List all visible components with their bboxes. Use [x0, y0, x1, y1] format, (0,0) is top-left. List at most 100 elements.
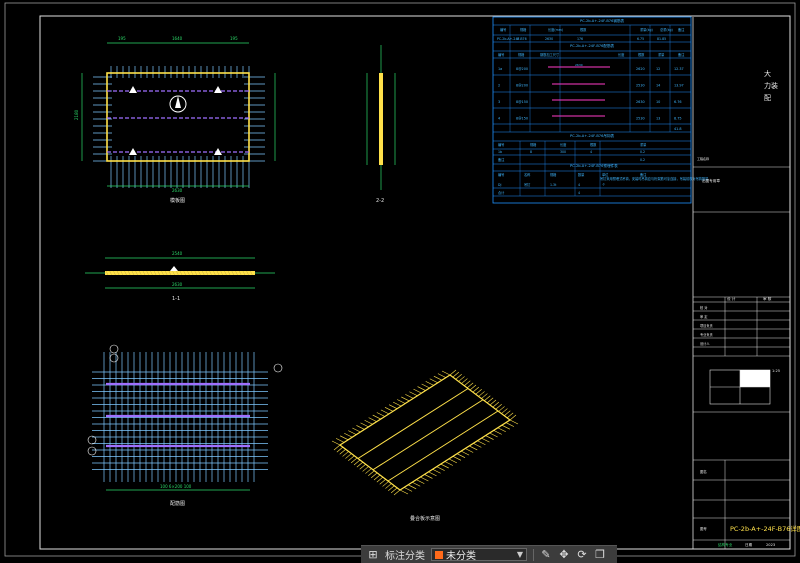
table-title: PC-2b-A+-24F-B76配筋表	[570, 43, 615, 48]
stamp-label: 出图专用章	[702, 178, 720, 183]
plan-label: 模板图	[170, 197, 185, 204]
section-hatch	[238, 270, 242, 276]
iso-rebar	[388, 404, 398, 409]
table-header-cell: 编号	[498, 142, 504, 147]
iso-rebar	[376, 476, 384, 483]
section-hatch	[161, 270, 164, 276]
iso-rebar	[465, 448, 474, 453]
lift-point-marker	[214, 86, 222, 93]
chevron-down-icon: ▼	[516, 550, 523, 559]
company-name: 大	[764, 69, 771, 78]
edit-icon[interactable]: ✎	[541, 548, 551, 561]
section-2-2[interactable]: 2-2	[366, 45, 396, 204]
isometric-view[interactable]: 叠合板示意图	[331, 369, 519, 522]
table-cell: 个	[602, 183, 606, 187]
rebar-tag-icon	[109, 344, 119, 354]
title-row-label: 设计人	[700, 341, 710, 346]
plan-view[interactable]: 195 1640 195 2630 2180 模板图	[74, 36, 276, 204]
section-hatch	[201, 270, 205, 276]
title-row-label: 专业负责	[700, 332, 713, 337]
iso-rebar	[368, 470, 375, 476]
iso-rebar	[492, 401, 500, 408]
rotate-icon[interactable]: ⟳	[577, 548, 587, 561]
table-header-cell: 备注	[678, 27, 685, 32]
grid-icon[interactable]: ⊞	[368, 548, 378, 561]
lift-point-marker	[129, 148, 137, 155]
iso-rebar	[485, 435, 494, 440]
table-header-cell: 根数	[638, 52, 645, 57]
iso-rebar	[509, 419, 519, 425]
section-hatch	[168, 270, 172, 276]
section-hatch	[187, 270, 190, 276]
table-header-cell: 规格	[520, 27, 527, 32]
iso-rebar	[364, 419, 373, 425]
section-hatch	[183, 270, 186, 276]
sign-label: 设 计	[727, 296, 736, 301]
iso-rebar	[376, 412, 385, 417]
iso-rebar	[348, 430, 357, 435]
section-hatch	[227, 270, 231, 276]
date-label: 日期	[745, 542, 753, 547]
table-cell: 13	[656, 117, 660, 121]
iso-rebar	[352, 427, 361, 433]
north-arrow-head	[175, 96, 181, 108]
table-cell: 0.2	[640, 150, 645, 154]
table-cell: 0.2	[640, 158, 645, 162]
move-icon[interactable]: ✥	[559, 548, 569, 561]
iso-rebar	[489, 432, 498, 438]
iso-rebar	[429, 378, 438, 384]
rebar-plan[interactable]: 100 6×200 100 配筋图	[87, 344, 283, 507]
iso-rebar	[362, 466, 369, 472]
rebar-tag-icon	[273, 363, 283, 373]
iso-rebar	[506, 412, 514, 419]
iso-rebar	[444, 461, 453, 466]
section-hatch	[124, 270, 127, 276]
iso-truss	[357, 388, 469, 459]
iso-rebar	[455, 374, 462, 380]
table-header-cell: 编号	[500, 27, 506, 32]
company-name: 配	[764, 94, 771, 102]
table-cell: 8	[530, 150, 532, 154]
section-hatch	[179, 270, 183, 276]
drawing-name: PC-2b-A+-24F-B76详图	[730, 524, 800, 533]
section-hatch	[153, 270, 157, 276]
iso-rebar	[440, 463, 449, 469]
section-hatch	[213, 270, 216, 276]
table-header-cell: 长度(mm)	[548, 27, 563, 32]
table-cell: PC-2b-A+-24F-B76	[497, 37, 527, 41]
annotation-category-label: 标注分类	[385, 551, 425, 562]
rebar-tag-icon	[87, 446, 97, 456]
table-cell: 1.3t	[550, 183, 557, 187]
iso-rebar	[505, 422, 515, 427]
table-header-cell: 重量	[640, 142, 647, 147]
iso-rebar	[405, 394, 414, 399]
table-cell: 备注	[498, 157, 505, 162]
iso-rebar	[408, 484, 417, 490]
dim-text: 195	[118, 36, 126, 41]
table-cell: 4	[498, 117, 500, 121]
iso-rebar	[436, 466, 445, 471]
table-header-cell: 长度	[560, 142, 567, 147]
iso-rebar	[399, 489, 409, 495]
iso-rebar	[379, 479, 386, 485]
section-hatch	[250, 270, 253, 276]
table-header-cell: 备注	[640, 172, 647, 177]
table-cell: 81.85	[657, 37, 666, 41]
table-cell: 1a	[498, 67, 502, 71]
rebar-tables[interactable]: PC-2b-A+-24F-B76钢筋表 PC-2b-A+-24F-B76配筋表 …	[492, 16, 709, 204]
iso-rebar	[472, 386, 480, 393]
iso-label: 叠合板示意图	[410, 515, 440, 522]
table-cell: 2530	[636, 84, 645, 88]
iso-rebar	[385, 483, 392, 489]
iso-rebar	[388, 485, 395, 491]
category-select[interactable]: 未分类 ▼	[431, 548, 527, 562]
section-1-1[interactable]: 2540 2630 1-1	[85, 251, 275, 302]
annotation-toolbar[interactable]: ⊞ 标注分类 未分类 ▼ ✎ ✥ ⟳ ❐	[361, 545, 617, 563]
toolbar-divider	[533, 548, 534, 561]
copy-icon[interactable]: ❐	[595, 548, 605, 561]
table-note: 吊钉采用预埋式吊钩，安装时吊钩应与桁架筋可靠连接，吊装前核对吊钩数量	[600, 176, 709, 181]
project-label: 工程名称	[697, 156, 709, 161]
iso-rebar	[424, 474, 433, 479]
